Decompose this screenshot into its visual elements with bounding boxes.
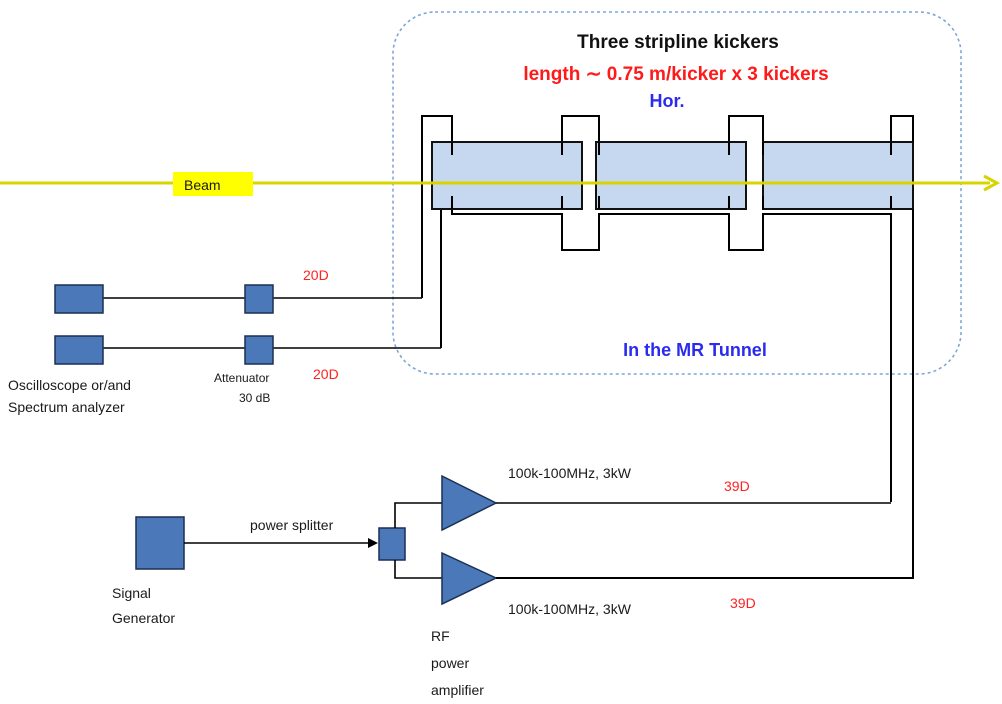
beam-arrow-head: [983, 174, 1001, 192]
rf-amp-label-line-2: power: [431, 655, 469, 671]
rf-amp-label-line-1: RF: [431, 628, 450, 644]
signal-generator-label-line-1: Signal: [112, 585, 151, 601]
power-splitter-label: power splitter: [250, 517, 334, 533]
diagram-title: Three stripline kickers: [577, 32, 779, 53]
cable-label-20d-top: 20D: [303, 267, 329, 283]
signal-generator-label-line-2: Generator: [112, 610, 175, 626]
rf-amp-label-line-3: amplifier: [431, 682, 484, 698]
amp-bottom-spec: 100k-100MHz, 3kW: [508, 601, 632, 617]
tunnel-region: [392, 11, 962, 375]
rf-amplifier-top: [441, 474, 498, 532]
beam-label: Beam: [184, 177, 221, 193]
attenuator-box-1: [244, 284, 274, 314]
hor-label: Hor.: [649, 91, 684, 111]
kicker-length-label: length ∼ 0.75 m/kicker x 3 kickers: [523, 64, 828, 85]
cable-label-20d-bottom: 20D: [313, 366, 339, 382]
attenuator-box-2: [244, 335, 274, 365]
signal-generator-box: [135, 516, 185, 570]
splitter-to-amp-bottom: [394, 560, 442, 579]
splitter-to-amp-top: [394, 502, 442, 528]
power-splitter-box: [378, 527, 406, 561]
rf-amplifier-bottom: [441, 551, 498, 606]
amp-top-spec: 100k-100MHz, 3kW: [508, 465, 632, 481]
kicker-1: [431, 141, 583, 210]
cable-label-39d-bottom: 39D: [730, 595, 756, 611]
cable-39d-bottom: [496, 209, 914, 579]
kicker-2: [595, 141, 747, 210]
oscilloscope-box-1: [54, 284, 104, 314]
kicker-electrodes: [451, 142, 892, 209]
tunnel-label: In the MR Tunnel: [623, 340, 767, 360]
oscilloscope-label-line-1: Oscilloscope or/and: [8, 377, 131, 393]
oscilloscope-label-line-2: Spectrum analyzer: [8, 399, 125, 415]
beam-label-bg: [173, 172, 253, 196]
signal-arrow-head: [368, 538, 378, 548]
cable-label-39d-top: 39D: [724, 478, 750, 494]
oscilloscope-box-2: [54, 335, 104, 365]
kicker-3: [762, 141, 914, 210]
attenuator-label-line-1: Attenuator: [214, 371, 269, 385]
attenuator-label-line-2: 30 dB: [239, 391, 270, 405]
